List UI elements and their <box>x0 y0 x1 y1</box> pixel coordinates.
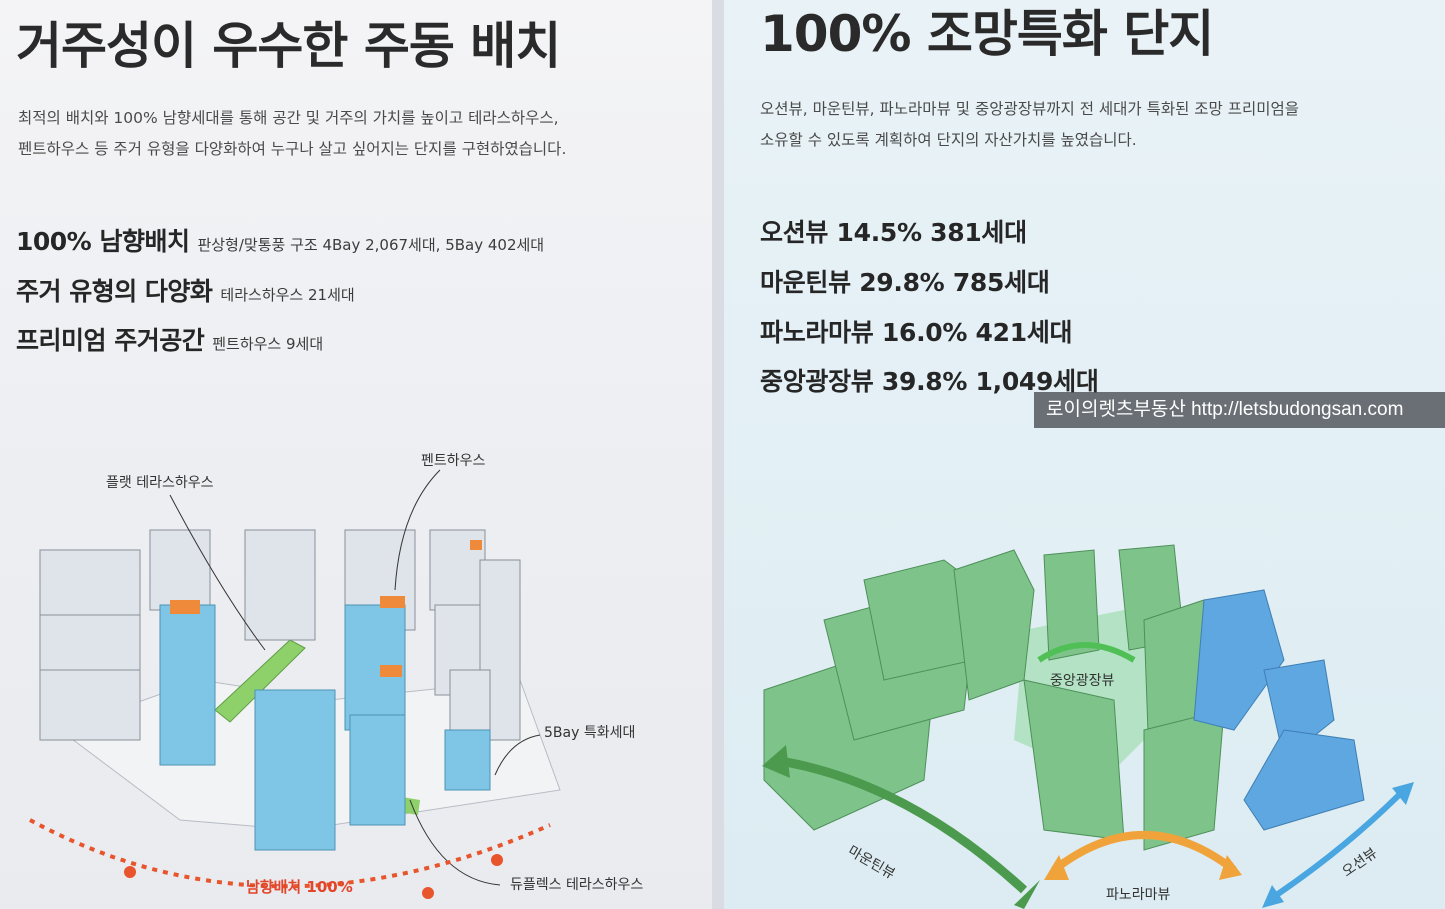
right-panel: 100% 조망특화 단지 오션뷰, 마운틴뷰, 파노라마뷰 및 중앙광장뷰까지 … <box>724 0 1445 909</box>
label-flat-terrace: 플랫 테라스하우스 <box>106 475 214 491</box>
feature-title: 주거 유형의 다양화 <box>16 277 213 306</box>
complex-layout-illustration: 플랫 테라스하우스 펜트하우스 5Bay 특화세대 듀플렉스 테라스하우스 남향… <box>0 430 712 909</box>
feature-south-facing: 100% 남향배치 판상형/맞통풍 구조 4Bay 2,067세대, 5Bay 4… <box>16 222 544 258</box>
label-duplex-terrace: 듀플렉스 테라스하우스 <box>510 877 644 893</box>
label-south-facing: 남향배치 100% <box>246 878 353 896</box>
view-illustration-svg <box>762 544 1414 909</box>
right-desc-line: 소유할 수 있도록 계획하여 단지의 자산가치를 높였습니다. <box>760 131 1137 149</box>
view-mountain: 마운틴뷰 29.8% 785세대 <box>760 268 1050 297</box>
label-penthouse: 펜트하우스 <box>421 453 486 469</box>
panel-divider <box>712 0 724 909</box>
label-panorama-view: 파노라마뷰 <box>1106 887 1171 903</box>
right-description: 오션뷰, 마운틴뷰, 파노라마뷰 및 중앙광장뷰까지 전 세대가 특화된 조망 … <box>760 94 1299 156</box>
label-central-plaza: 중앙광장뷰 <box>1050 673 1115 689</box>
view-panorama: 파노라마뷰 16.0% 421세대 <box>760 318 1073 347</box>
left-panel: 거주성이 우수한 주동 배치 최적의 배치와 100% 남향세대를 통해 공간 … <box>0 0 712 909</box>
feature-title: 프리미엄 주거공간 <box>16 326 205 355</box>
left-desc-line: 펜트하우스 등 주거 유형을 다양화하여 누구나 살고 싶어지는 단지를 구현하… <box>18 140 567 158</box>
feature-premium-space: 프리미엄 주거공간 펜트하우스 9세대 <box>16 321 323 357</box>
view-central-plaza: 중앙광장뷰 39.8% 1,049세대 <box>760 367 1099 396</box>
right-title: 100% 조망특화 단지 <box>760 5 1214 63</box>
watermark: 로이의렛츠부동산 http://letsbudongsan.com <box>1034 392 1445 428</box>
feature-title: 100% 남향배치 <box>16 227 190 256</box>
feature-detail: 테라스하우스 21세대 <box>220 286 355 304</box>
view-ocean: 오션뷰 14.5% 381세대 <box>760 218 1027 247</box>
label-5bay: 5Bay 특화세대 <box>544 725 636 741</box>
view-illustration: 중앙광장뷰 마운틴뷰 파노라마뷰 오션뷰 <box>724 530 1445 909</box>
left-title: 거주성이 우수한 주동 배치 <box>16 17 561 75</box>
left-description: 최적의 배치와 100% 남향세대를 통해 공간 및 거주의 가치를 높이고 테… <box>18 103 566 165</box>
feature-detail: 펜트하우스 9세대 <box>212 335 324 353</box>
feature-housing-types: 주거 유형의 다양화 테라스하우스 21세대 <box>16 272 355 308</box>
right-desc-line: 오션뷰, 마운틴뷰, 파노라마뷰 및 중앙광장뷰까지 전 세대가 특화된 조망 … <box>760 100 1300 118</box>
complex-layout-svg <box>29 469 561 899</box>
left-desc-line: 최적의 배치와 100% 남향세대를 통해 공간 및 거주의 가치를 높이고 테… <box>18 109 559 127</box>
feature-detail: 판상형/맞통풍 구조 4Bay 2,067세대, 5Bay 402세대 <box>197 236 545 254</box>
